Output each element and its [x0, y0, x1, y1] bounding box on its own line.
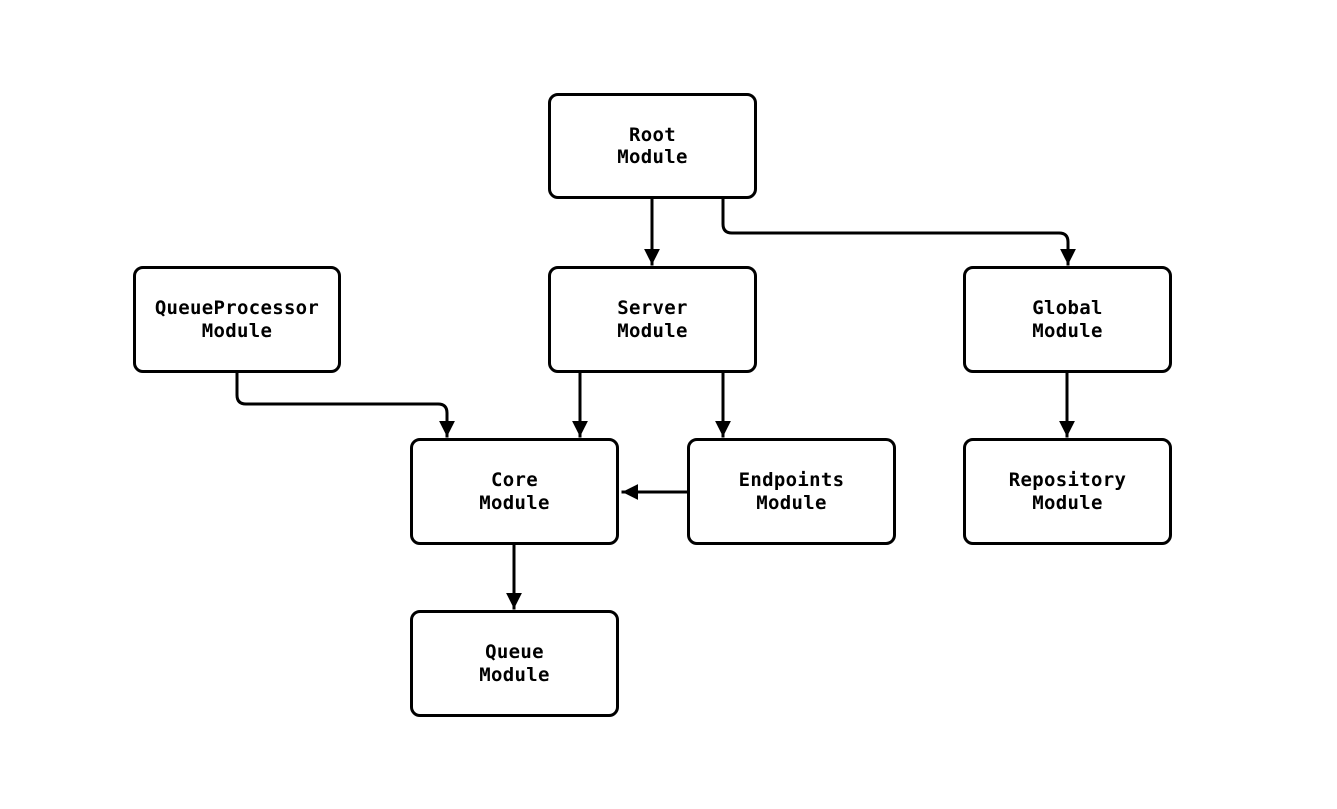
node-queue: Queue Module: [410, 610, 619, 717]
node-core: Core Module: [410, 438, 619, 545]
node-root: Root Module: [548, 93, 757, 199]
node-queueprocessor: QueueProcessor Module: [133, 266, 341, 373]
node-endpoints: Endpoints Module: [687, 438, 896, 545]
edge-queueprocessor-to-core-arrow: [235, 371, 455, 438]
node-queueprocessor-label: QueueProcessor Module: [154, 297, 320, 342]
node-global-label: Global Module: [1032, 297, 1103, 342]
edge-root-to-global-arrow: [721, 197, 1076, 266]
node-core-label: Core Module: [479, 469, 550, 514]
node-server: Server Module: [548, 266, 757, 373]
node-server-label: Server Module: [617, 297, 688, 342]
node-repository-label: Repository Module: [1008, 469, 1127, 514]
node-repository: Repository Module: [963, 438, 1172, 545]
node-global: Global Module: [963, 266, 1172, 373]
node-root-label: Root Module: [617, 123, 688, 168]
node-queue-label: Queue Module: [479, 641, 550, 686]
node-endpoints-label: Endpoints Module: [738, 469, 845, 514]
edge-group: [235, 197, 1076, 610]
